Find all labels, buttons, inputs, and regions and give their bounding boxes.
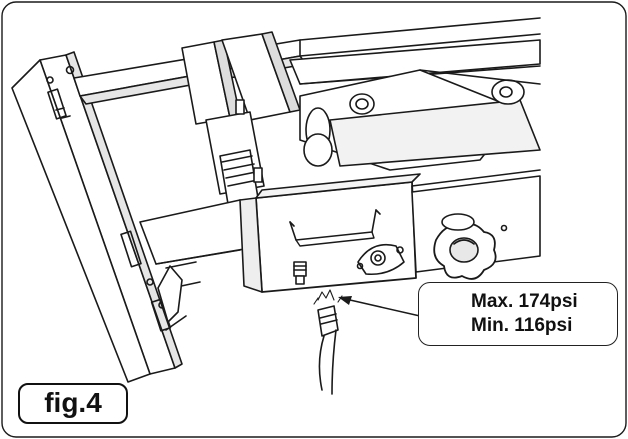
max-pressure-label: Max. 174psi bbox=[471, 291, 578, 312]
pressure-arrow bbox=[338, 296, 421, 317]
linkage-arms bbox=[299, 69, 541, 171]
valve-block bbox=[205, 99, 265, 205]
lower-foot bbox=[157, 265, 187, 331]
control-box bbox=[239, 173, 421, 293]
left-rail-assembly bbox=[11, 51, 201, 383]
pressure-callout: Max. 174psi Min. 116psi bbox=[418, 282, 618, 346]
knob bbox=[433, 213, 508, 280]
figure-label: fig.4 bbox=[18, 383, 128, 424]
air-hose bbox=[317, 305, 339, 395]
air-fitting bbox=[293, 261, 343, 305]
min-pressure-label: Min. 116psi bbox=[471, 315, 573, 336]
